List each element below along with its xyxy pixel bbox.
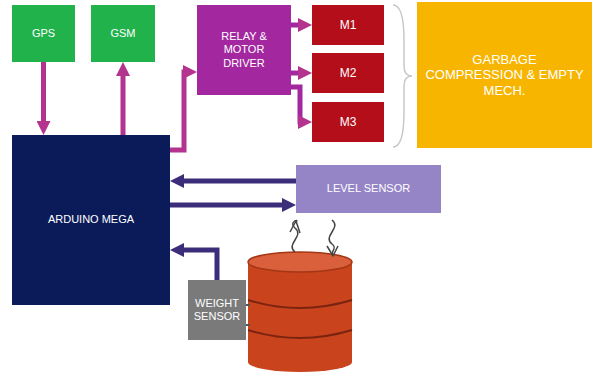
module-box: GSM [91, 5, 155, 62]
module-box: GPS [12, 5, 75, 62]
signal-arrow [170, 203, 288, 208]
signal-arrow [291, 23, 304, 28]
signal-arrow [291, 87, 304, 122]
node-label: LEVEL SENSOR [327, 182, 410, 195]
bin-illustration [236, 252, 352, 372]
mechanism-box: GARBAGE COMPRESSION & EMPTY MECH. [417, 2, 592, 148]
signal-arrow [170, 72, 189, 150]
signal-arrow [178, 250, 217, 280]
bracket [393, 5, 412, 147]
node-label: GARBAGE COMPRESSION & EMPTY MECH. [423, 52, 586, 99]
node-label: WEIGHT SENSOR [194, 297, 240, 323]
motor-box: M2 [312, 53, 384, 93]
level-wave-arrows [290, 220, 338, 256]
controller-box: ARDUINO MEGA [12, 135, 170, 305]
node-label: M2 [340, 66, 357, 80]
sensor-box: WEIGHT SENSOR [188, 280, 246, 340]
node-label: ARDUINO MEGA [48, 213, 134, 226]
signal-arrow [178, 179, 296, 184]
node-label: GPS [32, 27, 55, 40]
node-label: RELAY & MOTOR DRIVER [203, 30, 285, 70]
node-label: M3 [340, 115, 357, 129]
signal-arrow [41, 62, 46, 127]
motor-box: M3 [312, 102, 384, 142]
node-label: M1 [340, 18, 357, 32]
signal-arrow [291, 71, 304, 76]
signal-arrow [121, 70, 126, 135]
motor-box: M1 [312, 5, 384, 45]
node-label: GSM [110, 27, 135, 40]
driver-box: RELAY & MOTOR DRIVER [197, 5, 291, 95]
sensor-box: LEVEL SENSOR [296, 165, 441, 213]
